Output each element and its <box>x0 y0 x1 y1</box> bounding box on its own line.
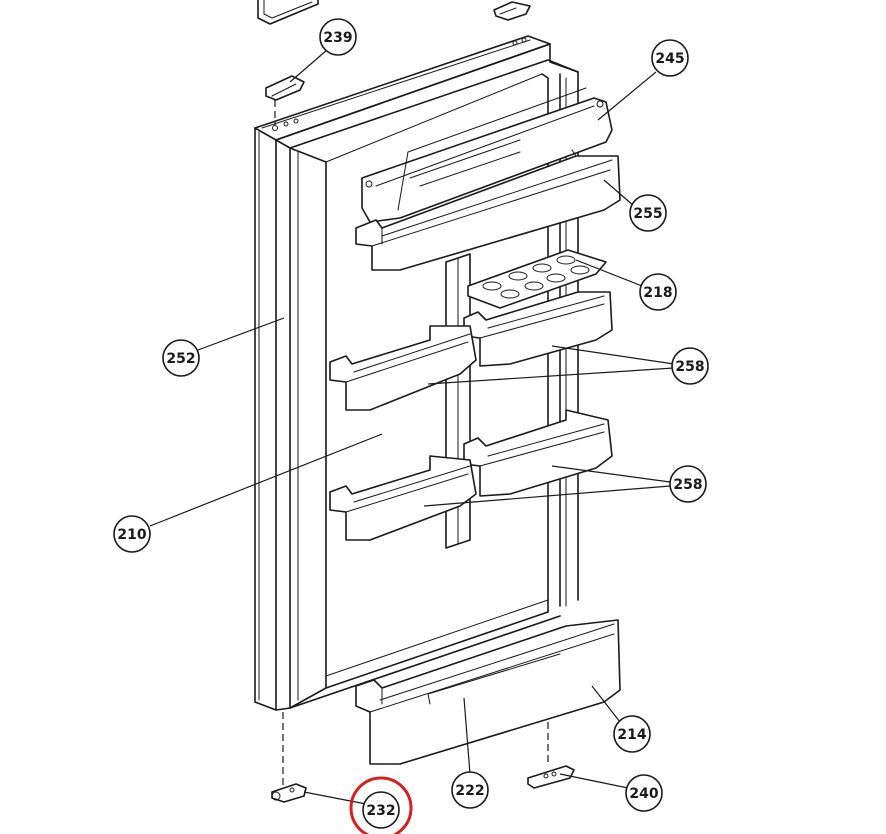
bottom-clip-240 <box>527 722 575 789</box>
callout-label: 258 <box>673 477 702 493</box>
callout-label: 239 <box>323 30 352 46</box>
bottom-bin-214 <box>355 619 621 765</box>
callout-label: 240 <box>629 786 658 802</box>
callout-214: 214 <box>613 715 651 753</box>
hinge-part-239 <box>265 75 305 125</box>
callout-label: 232 <box>366 803 395 819</box>
callout-label: 245 <box>655 51 684 67</box>
callout-label: 210 <box>117 527 146 543</box>
callout-252: 252 <box>162 339 200 377</box>
callout-258-lower: 258 <box>669 465 707 503</box>
top-right-clip <box>493 1 531 21</box>
callout-239: 239 <box>319 18 357 56</box>
shelf-255 <box>355 149 621 271</box>
callout-label: 252 <box>166 351 195 367</box>
shelf-258-right-lower <box>463 409 613 497</box>
callout-label: 255 <box>633 206 662 222</box>
callout-210: 210 <box>113 515 151 553</box>
highlight-ring <box>349 776 413 834</box>
callout-label: 214 <box>617 727 646 743</box>
egg-tray-218 <box>467 249 607 309</box>
leader-lines <box>149 49 675 805</box>
callout-245: 245 <box>651 39 689 77</box>
shelf-258-right-upper <box>463 291 613 367</box>
callout-258-upper: 258 <box>671 347 709 385</box>
callout-222: 222 <box>451 771 489 809</box>
callout-label: 258 <box>675 359 704 375</box>
callout-255: 255 <box>629 194 667 232</box>
callout-label: 222 <box>455 783 484 799</box>
shelf-258-left-upper <box>329 325 477 411</box>
top-hinge-fragment <box>257 0 319 25</box>
callout-label: 218 <box>643 285 672 301</box>
shelf-245 <box>361 87 613 223</box>
callout-218: 218 <box>639 273 677 311</box>
shelf-258-left-lower <box>329 455 477 541</box>
callout-240: 240 <box>625 774 663 812</box>
bottom-hinge-232 <box>271 712 307 803</box>
callout-232: 232 <box>362 791 400 829</box>
